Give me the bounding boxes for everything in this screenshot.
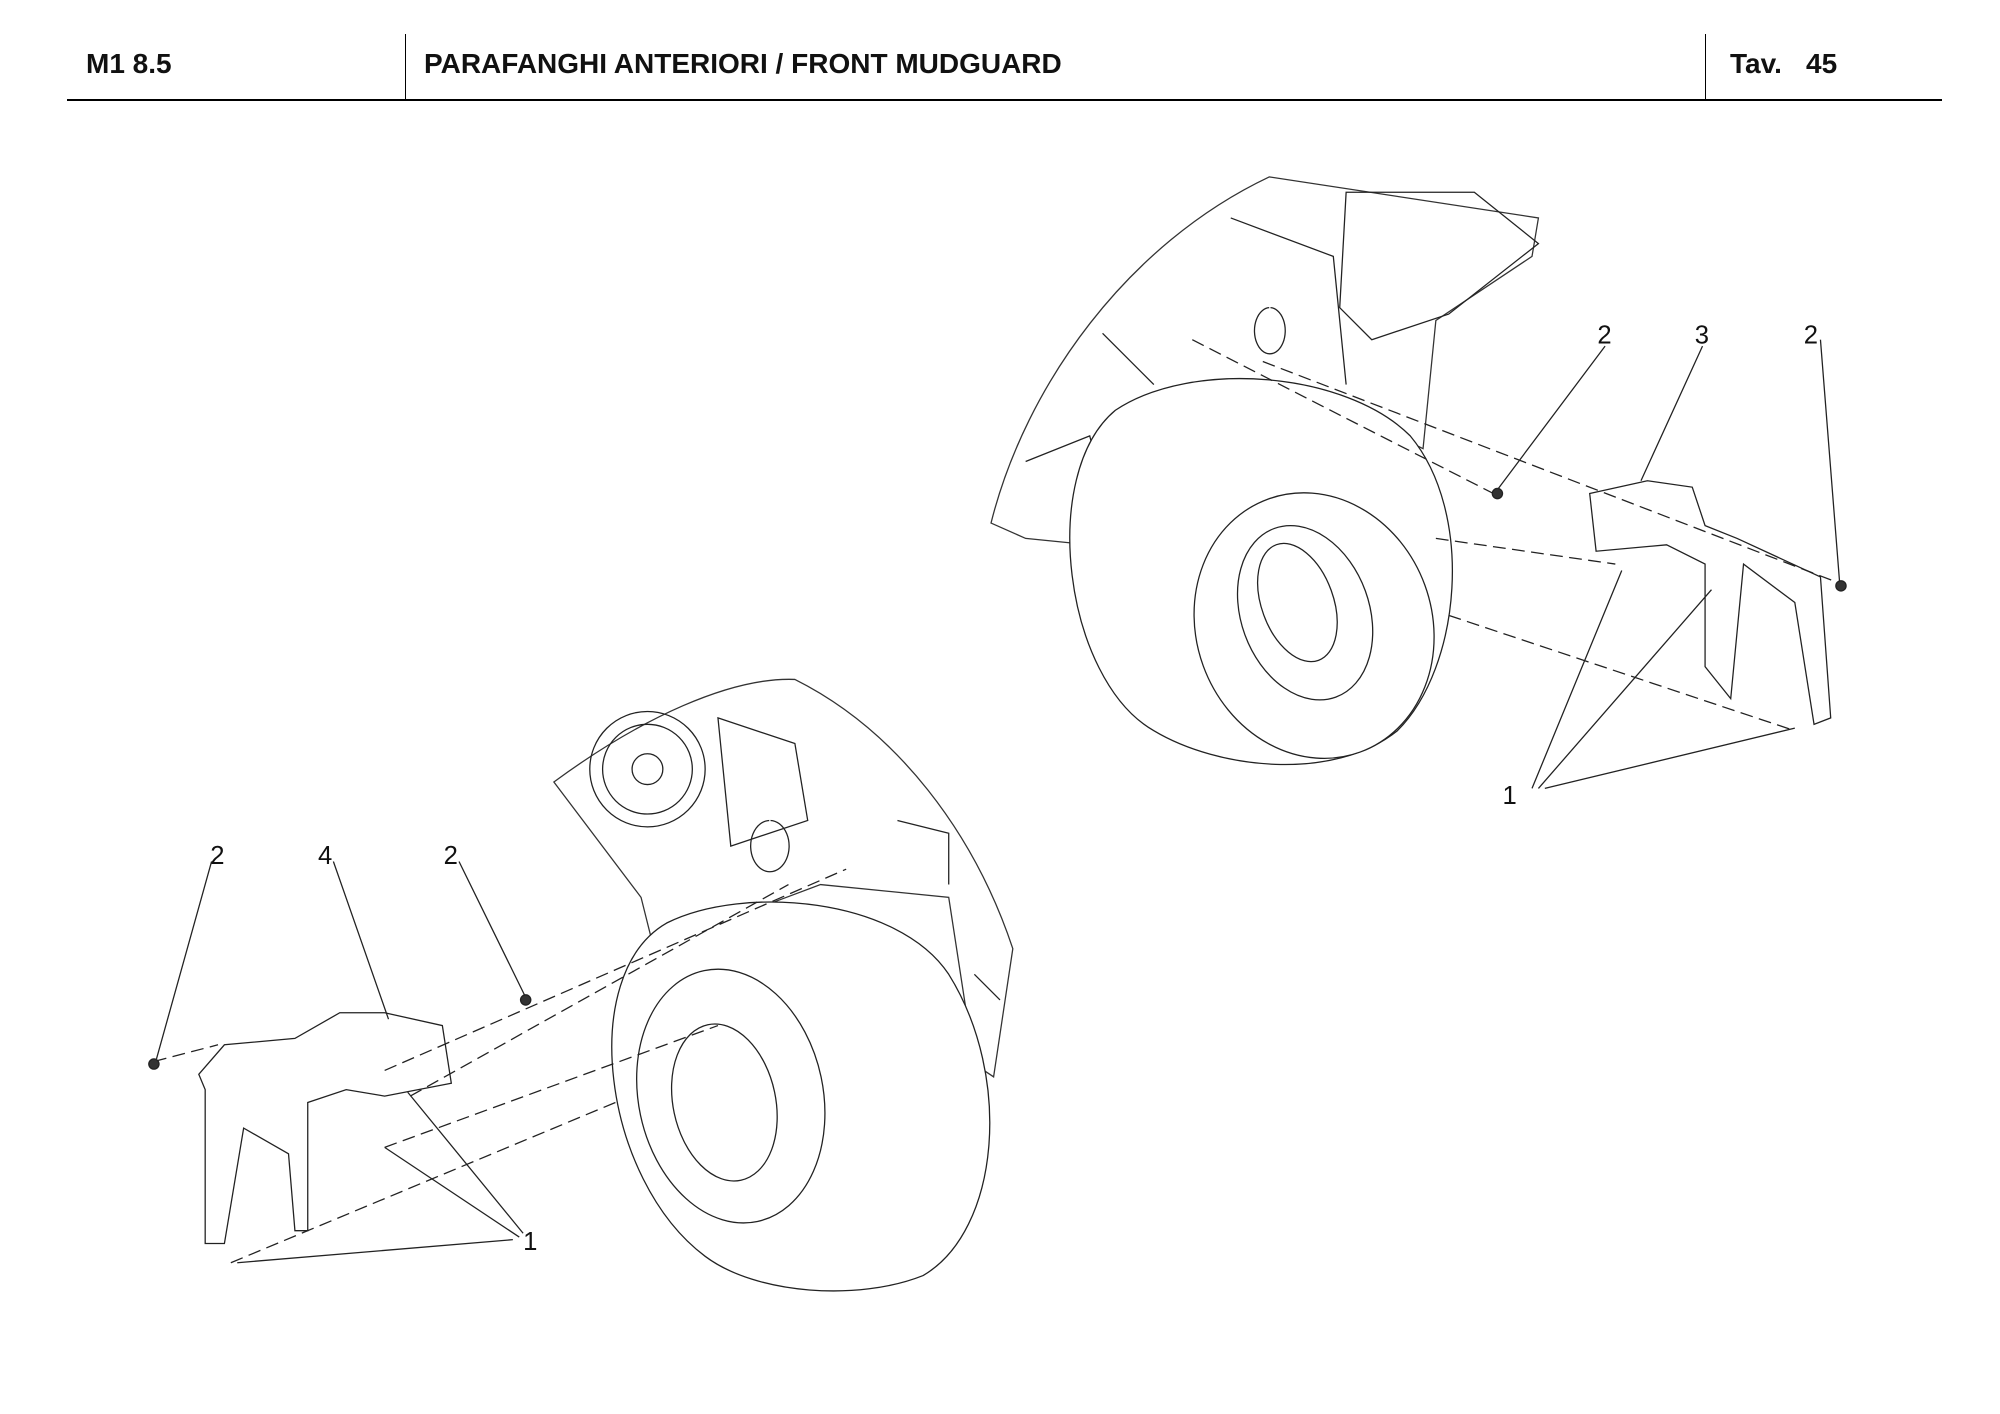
nut-icon (1835, 580, 1847, 592)
nut-icon (1491, 487, 1504, 500)
chassis-outline (552, 678, 1014, 1078)
tire (1069, 377, 1453, 766)
chassis-detail (1025, 191, 1540, 488)
page-header: M1 8.5 PARAFANGHI ANTERIORI / FRONT MUDG… (0, 0, 2000, 102)
header-divider (405, 34, 406, 100)
tire (611, 901, 991, 1292)
header-divider (1705, 34, 1706, 100)
callout-1: 1 (523, 1228, 537, 1256)
header-rule (67, 99, 1942, 101)
leader-lines (155, 861, 527, 1264)
callout-1: 1 (1503, 782, 1517, 810)
front-mudguard-right (1589, 480, 1832, 726)
callout-2: 2 (1597, 322, 1611, 350)
leader-lines (1496, 339, 1841, 790)
callout-2: 2 (1804, 322, 1818, 350)
upper-assembly: 2 3 2 1 (990, 176, 1847, 810)
callout-2: 2 (444, 842, 458, 870)
assembly-dashed-lines (153, 868, 847, 1264)
nut-icon (519, 994, 532, 1006)
callout-3: 3 (1695, 322, 1709, 350)
callout-4: 4 (318, 842, 332, 870)
radiator-fan-icon (589, 710, 706, 828)
front-mudguard-left (198, 1012, 453, 1245)
table-number: 45 (1806, 48, 1838, 79)
model-code: M1 8.5 (86, 48, 172, 79)
table-label: Tav. (1730, 48, 1782, 79)
assembly-dashed-lines (1192, 339, 1840, 732)
nut-icon (148, 1058, 160, 1070)
chassis-detail (717, 716, 1001, 1001)
page-title: PARAFANGHI ANTERIORI / FRONT MUDGUARD (424, 48, 1062, 79)
lower-assembly: 2 4 2 1 (148, 678, 1014, 1292)
callout-2: 2 (210, 842, 224, 870)
